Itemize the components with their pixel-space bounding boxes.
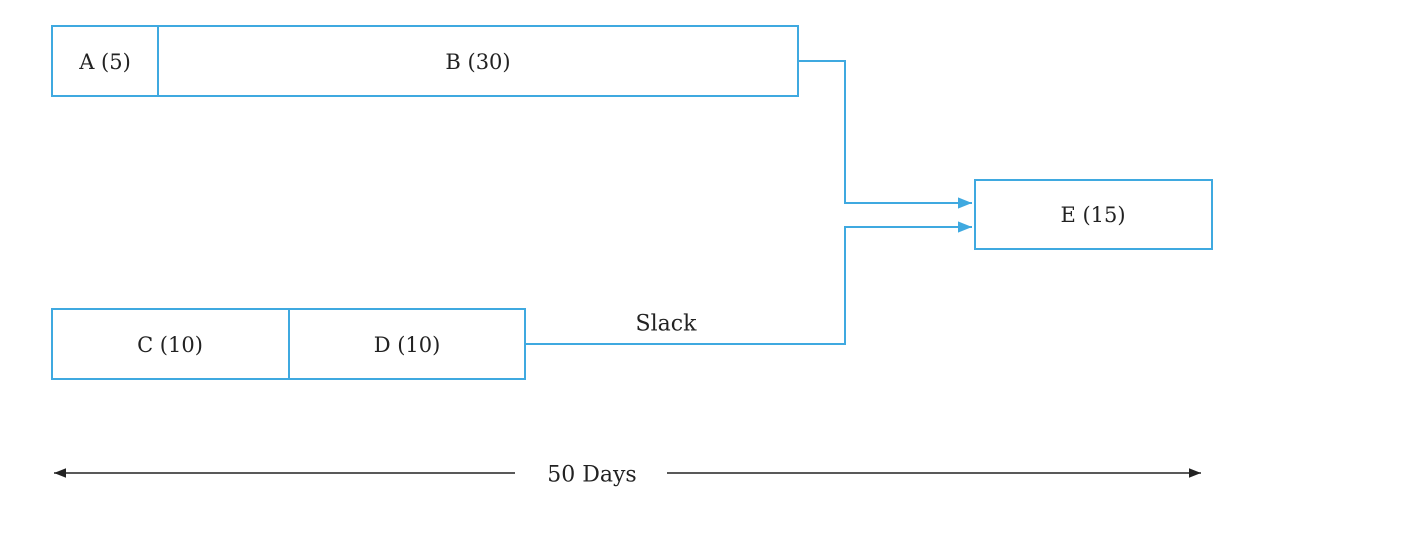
- task-e-box: [974, 179, 1213, 250]
- slack-label: Slack: [636, 312, 698, 337]
- task-b-label: B (30): [445, 50, 510, 74]
- task-b: B (30): [157, 25, 799, 97]
- task-e: E (15): [974, 179, 1213, 250]
- task-d: D (10): [288, 308, 526, 380]
- connector-b-to-e: [798, 60, 972, 209]
- task-b-box: [157, 25, 799, 97]
- duration-label: 50 Days: [547, 463, 636, 488]
- task-a-label: A (5): [78, 50, 131, 74]
- task-c-label: C (10): [137, 333, 203, 357]
- task-c: C (10): [51, 308, 290, 380]
- task-e-label: E (15): [1060, 203, 1125, 227]
- task-a: A (5): [51, 25, 159, 97]
- connector-d-to-e: [525, 221, 972, 345]
- task-a-box: [51, 25, 159, 97]
- task-c-box: [51, 308, 290, 380]
- task-d-label: D (10): [374, 333, 441, 357]
